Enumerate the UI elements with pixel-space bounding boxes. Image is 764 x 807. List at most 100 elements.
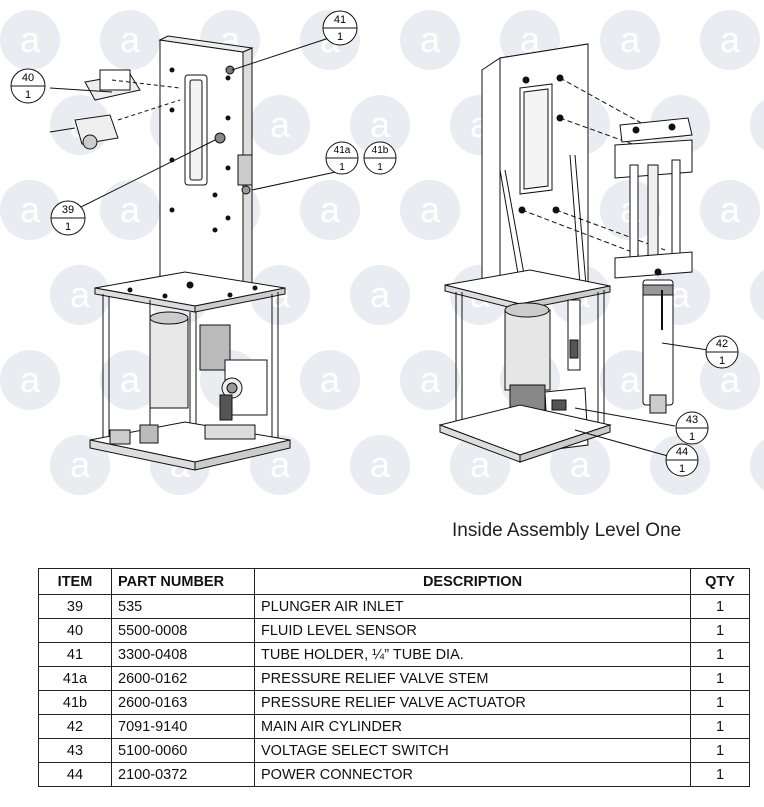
- watermark-logo: [50, 265, 110, 325]
- table-row: 41b 2600-0163 PRESSURE RELIEF VALVE ACTU…: [38, 690, 750, 715]
- watermark-logo: [0, 180, 60, 240]
- watermark-letter: a: [320, 359, 341, 400]
- watermark-letter: a: [570, 444, 591, 485]
- cell-qty: 1: [690, 714, 750, 739]
- watermark-logo: [350, 265, 410, 325]
- leader-lines: [49, 36, 709, 459]
- svg-text:41a: 41a: [334, 145, 351, 156]
- right-assembly-view: [438, 43, 693, 463]
- callout-item-39: 39 1: [50, 200, 86, 236]
- watermark-letter: a: [270, 104, 291, 145]
- table-row: 43 5100-0060 VOLTAGE SELECT SWITCH 1: [38, 738, 750, 763]
- callout-item-41b: 41b 1: [363, 141, 397, 175]
- cell-qty: 1: [690, 666, 750, 691]
- watermark-letter: a: [520, 19, 541, 60]
- svg-text:40: 40: [22, 72, 34, 84]
- watermark-logo: [600, 10, 660, 70]
- cell-part-number: 5100-0060: [111, 738, 255, 763]
- watermark-letter: a: [620, 19, 641, 60]
- cell-item: 41a: [38, 666, 112, 691]
- cell-item: 40: [38, 618, 112, 643]
- cell-item: 41: [38, 642, 112, 667]
- watermark-letter: a: [320, 189, 341, 230]
- column-header-item: ITEM: [38, 568, 112, 595]
- cell-qty: 1: [690, 642, 750, 667]
- left-assembly-view: [49, 35, 291, 471]
- svg-text:41: 41: [334, 14, 346, 26]
- watermark-letter: a: [420, 19, 441, 60]
- table-row: 41a 2600-0162 PRESSURE RELIEF VALVE STEM…: [38, 666, 750, 691]
- cell-description: FLUID LEVEL SENSOR: [254, 618, 691, 643]
- watermark-letter: a: [20, 359, 41, 400]
- watermark-logo: [0, 10, 60, 70]
- watermark-letter: a: [370, 274, 391, 315]
- watermark-letter: a: [70, 274, 91, 315]
- cell-item: 44: [38, 762, 112, 787]
- callout-item-41a: 41a 1: [325, 141, 359, 175]
- cell-qty: 1: [690, 762, 750, 787]
- table-row: 41 3300-0408 TUBE HOLDER, ¼” TUBE DIA. 1: [38, 642, 750, 667]
- callout-item-41: 41 1: [322, 10, 358, 46]
- cell-qty: 1: [690, 618, 750, 643]
- assembly-drawing: aaaaaaaaaaaaaaaaaaaaaaaaaaaaaaaaaaaaaaaa…: [0, 10, 764, 495]
- watermark-letter: a: [120, 359, 141, 400]
- callout-item-40: 40 1: [10, 68, 46, 104]
- svg-text:1: 1: [65, 221, 71, 233]
- cell-qty: 1: [690, 594, 750, 619]
- cell-part-number: 2600-0163: [111, 690, 255, 715]
- watermark-logo: [100, 180, 160, 240]
- cell-part-number: 5500-0008: [111, 618, 255, 643]
- watermark-letter: a: [670, 274, 691, 315]
- cell-description: PRESSURE RELIEF VALVE ACTUATOR: [254, 690, 691, 715]
- cell-description: POWER CONNECTOR: [254, 762, 691, 787]
- watermark-letter: a: [120, 19, 141, 60]
- cell-qty: 1: [690, 738, 750, 763]
- column-header-qty: QTY: [690, 568, 750, 595]
- svg-text:1: 1: [719, 355, 725, 367]
- watermark-letter: a: [720, 359, 741, 400]
- cell-description: TUBE HOLDER, ¼” TUBE DIA.: [254, 642, 691, 667]
- cell-part-number: 2100-0372: [111, 762, 255, 787]
- cell-description: VOLTAGE SELECT SWITCH: [254, 738, 691, 763]
- watermark-letter: a: [420, 359, 441, 400]
- cell-part-number: 3300-0408: [111, 642, 255, 667]
- cell-description: MAIN AIR CYLINDER: [254, 714, 691, 739]
- table-row: 40 5500-0008 FLUID LEVEL SENSOR 1: [38, 618, 750, 643]
- watermark-letter: a: [20, 19, 41, 60]
- watermark-logo: [0, 350, 60, 410]
- column-header-description: DESCRIPTION: [254, 568, 691, 595]
- watermark-letter: a: [620, 359, 641, 400]
- watermark-logo: [750, 439, 764, 491]
- watermark-letter: a: [470, 444, 491, 485]
- watermark-letter: a: [720, 189, 741, 230]
- watermark-logo: [700, 180, 760, 240]
- cell-part-number: 7091-9140: [111, 714, 255, 739]
- watermark-letter: a: [270, 444, 291, 485]
- svg-text:43: 43: [686, 414, 698, 426]
- watermark-letter: a: [120, 189, 141, 230]
- watermark-logo: [400, 10, 460, 70]
- parts-table: ITEM PART NUMBER DESCRIPTION QTY 39 535 …: [38, 568, 750, 787]
- callout-item-42: 42 1: [705, 335, 739, 369]
- watermark-letter: a: [20, 189, 41, 230]
- watermark-letter: a: [720, 19, 741, 60]
- callout-item-43: 43 1: [675, 411, 709, 445]
- table-row: 42 7091-9140 MAIN AIR CYLINDER 1: [38, 714, 750, 739]
- cell-description: PLUNGER AIR INLET: [254, 594, 691, 619]
- cell-item: 39: [38, 594, 112, 619]
- table-row: 44 2100-0372 POWER CONNECTOR 1: [38, 762, 750, 787]
- watermark-logo: [300, 180, 360, 240]
- watermark-logo: [700, 10, 760, 70]
- cell-qty: 1: [690, 690, 750, 715]
- watermark-letter: a: [370, 104, 391, 145]
- watermark-logo: [300, 350, 360, 410]
- watermark-letter: a: [70, 444, 91, 485]
- svg-text:1: 1: [689, 431, 695, 443]
- svg-text:39: 39: [62, 204, 74, 216]
- watermark-logo: [750, 99, 764, 151]
- cell-item: 41b: [38, 690, 112, 715]
- svg-text:1: 1: [337, 31, 343, 43]
- watermark-logo: [350, 435, 410, 495]
- svg-text:44: 44: [676, 446, 688, 458]
- cell-description: PRESSURE RELIEF VALVE STEM: [254, 666, 691, 691]
